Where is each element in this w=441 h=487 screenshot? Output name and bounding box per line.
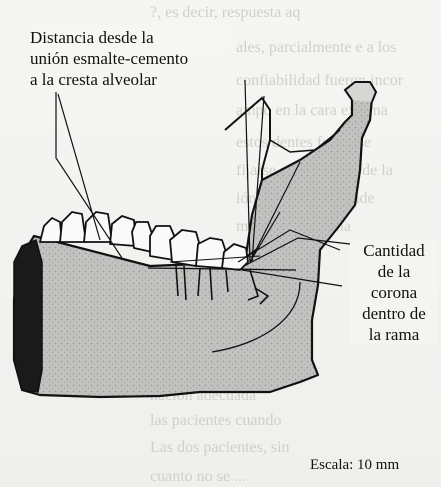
scale-label: Escala: 10 mm bbox=[310, 455, 399, 476]
label-line: corona bbox=[350, 282, 438, 303]
label-line: a la cresta alveolar bbox=[30, 69, 230, 90]
label-line: unión esmalte-cemento bbox=[30, 48, 230, 69]
condyle bbox=[345, 82, 376, 102]
label-line: la rama bbox=[350, 324, 438, 345]
symphysis-band bbox=[14, 240, 42, 392]
label-line: dentro de bbox=[350, 303, 438, 324]
label-distance-cej-crest: Distancia desde la unión esmalte-cemento… bbox=[30, 27, 230, 90]
label-crown-in-ramus: Cantidad de la corona dentro de la rama bbox=[350, 240, 438, 345]
label-line: de la bbox=[350, 261, 438, 282]
label-line: Distancia desde la bbox=[30, 27, 230, 48]
label-line: Cantidad bbox=[350, 240, 438, 261]
